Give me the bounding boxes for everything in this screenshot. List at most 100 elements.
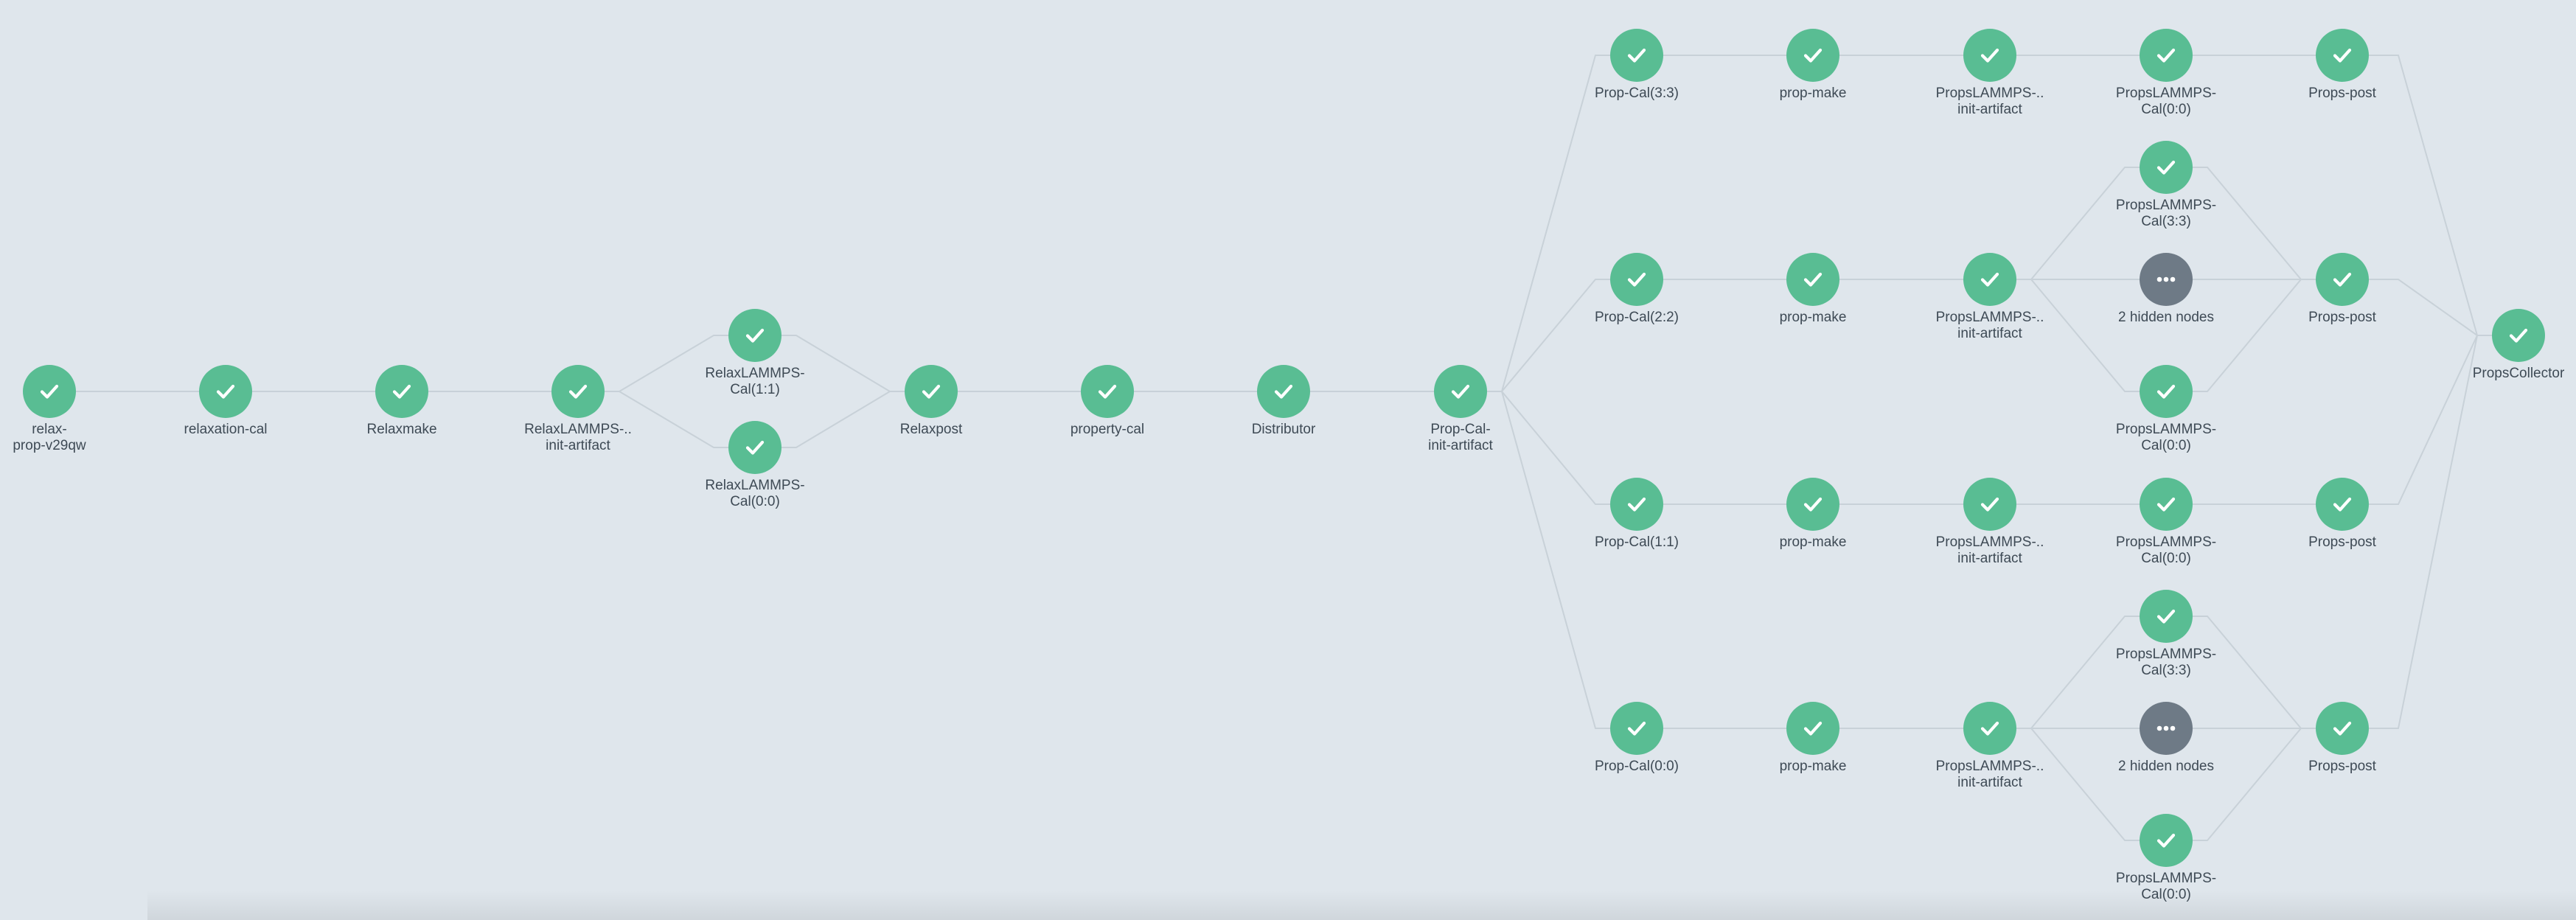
workflow-node[interactable] [1786, 29, 1839, 82]
node-label: 2 hidden nodes [2118, 759, 2214, 774]
check-icon [742, 323, 767, 348]
workflow-node[interactable] [2140, 29, 2193, 82]
node-label: PropsLAMMPS-.. init-artifact [1935, 310, 2044, 341]
check-icon [1977, 43, 2002, 68]
check-icon [1448, 379, 1473, 404]
check-icon [1624, 43, 1649, 68]
workflow-node[interactable] [1963, 253, 2016, 306]
check-icon [2154, 155, 2179, 180]
node-label: Prop-Cal(0:0) [1594, 759, 1679, 774]
hidden-nodes-group[interactable] [2140, 253, 2193, 306]
edge-d4b-d5 [2193, 728, 2316, 841]
workflow-node[interactable] [1786, 478, 1839, 531]
check-icon [213, 379, 238, 404]
check-icon [37, 379, 62, 404]
check-icon [2330, 716, 2355, 741]
workflow-node[interactable] [728, 309, 781, 362]
node-label: PropsLAMMPS- Cal(0:0) [2115, 422, 2217, 453]
node-label: Relaxmake [366, 422, 437, 437]
check-icon [919, 379, 944, 404]
node-label: PropsLAMMPS- Cal(0:0) [2115, 534, 2217, 566]
workflow-node[interactable] [1081, 365, 1134, 418]
workflow-node[interactable] [1434, 365, 1487, 418]
workflow-node[interactable] [551, 365, 605, 418]
check-icon [1095, 379, 1120, 404]
edge-n9-a1 [1487, 55, 1610, 392]
edge-c5-pc [2369, 335, 2492, 505]
workflow-node[interactable] [905, 365, 958, 418]
node-label: prop-make [1779, 759, 1847, 774]
edge-d5-pc [2369, 335, 2492, 729]
check-icon [1624, 492, 1649, 517]
workflow-node[interactable] [1610, 478, 1663, 531]
check-icon [2154, 492, 2179, 517]
check-icon [1271, 379, 1296, 404]
workflow-node[interactable] [1963, 478, 2016, 531]
workflow-node[interactable] [1963, 702, 2016, 755]
workflow-node[interactable] [2316, 253, 2369, 306]
ellipsis-icon [2154, 267, 2179, 292]
workflow-node[interactable] [2492, 309, 2545, 362]
edge-n9-b1 [1487, 279, 1610, 392]
check-icon [389, 379, 414, 404]
node-label: PropsLAMMPS- Cal(0:0) [2115, 871, 2217, 902]
node-label: Props-post [2308, 86, 2376, 101]
node-label: prop-make [1779, 310, 1847, 325]
bottom-shadow [147, 891, 2576, 920]
check-icon [2154, 604, 2179, 629]
node-label: property-cal [1070, 422, 1145, 437]
workflow-node[interactable] [23, 365, 76, 418]
check-icon [2154, 379, 2179, 404]
check-icon [2154, 43, 2179, 68]
workflow-node[interactable] [1610, 702, 1663, 755]
ellipsis-icon [2154, 716, 2179, 741]
workflow-node[interactable] [1257, 365, 1310, 418]
check-icon [1800, 267, 1825, 292]
check-icon [1977, 267, 2002, 292]
node-label: PropsLAMMPS- Cal(0:0) [2115, 86, 2217, 117]
check-icon [1977, 492, 2002, 517]
node-label: Prop-Cal(1:1) [1594, 534, 1679, 550]
workflow-node[interactable] [2140, 365, 2193, 418]
workflow-node[interactable] [1786, 253, 1839, 306]
check-icon [742, 435, 767, 460]
workflow-node[interactable] [1963, 29, 2016, 82]
node-label: PropsLAMMPS- Cal(3:3) [2115, 198, 2217, 229]
node-label: Props-post [2308, 310, 2376, 325]
node-label: RelaxLAMMPS- Cal(0:0) [705, 478, 805, 509]
edge-b5-pc [2369, 279, 2492, 336]
edge-n9-d1 [1487, 391, 1610, 729]
edge-b4b-b5 [2193, 279, 2316, 392]
edge-n5-n6 [781, 391, 905, 448]
node-label: RelaxLAMMPS- Cal(1:1) [705, 366, 805, 397]
workflow-node[interactable] [2140, 478, 2193, 531]
workflow-node[interactable] [1610, 29, 1663, 82]
node-label: Props-post [2308, 759, 2376, 774]
workflow-node[interactable] [2140, 814, 2193, 867]
node-label: Props-post [2308, 534, 2376, 550]
workflow-node[interactable] [728, 421, 781, 474]
workflow-node[interactable] [2316, 29, 2369, 82]
node-label: prop-make [1779, 86, 1847, 101]
workflow-node[interactable] [2316, 478, 2369, 531]
check-icon [1977, 716, 2002, 741]
node-label: relaxation-cal [184, 422, 268, 437]
workflow-node[interactable] [199, 365, 252, 418]
check-icon [2154, 828, 2179, 853]
workflow-node[interactable] [375, 365, 428, 418]
hidden-nodes-group[interactable] [2140, 702, 2193, 755]
workflow-node[interactable] [2316, 702, 2369, 755]
check-icon [2330, 492, 2355, 517]
edge-b3-b4b [2016, 279, 2140, 392]
check-icon [2506, 323, 2531, 348]
check-icon [1624, 267, 1649, 292]
node-label: PropsLAMMPS-.. init-artifact [1935, 759, 2044, 790]
workflow-node[interactable] [1610, 253, 1663, 306]
workflow-node[interactable] [1786, 702, 1839, 755]
check-icon [1800, 43, 1825, 68]
node-label: Relaxpost [899, 422, 963, 437]
workflow-node[interactable] [2140, 590, 2193, 643]
workflow-node[interactable] [2140, 141, 2193, 194]
node-label: relax- prop-v29qw [13, 422, 86, 453]
